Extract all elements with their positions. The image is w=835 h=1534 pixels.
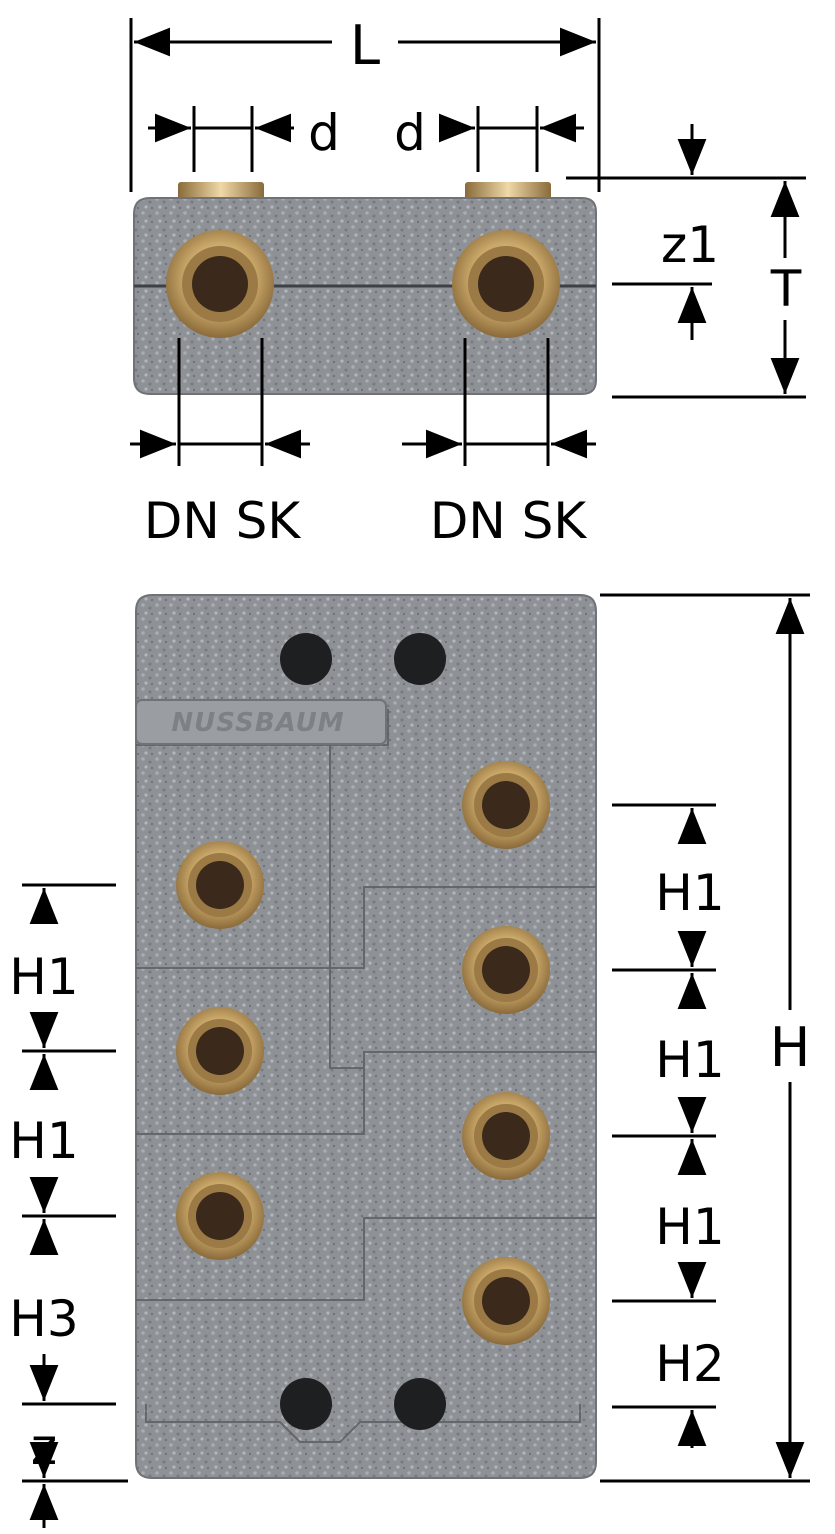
dimension-left-spacing [22,883,128,1528]
label-diameter-left: d [308,104,340,162]
dimension-diameter [148,106,584,172]
brand-plate [135,699,387,745]
mounting-hole-bottom-right [394,1378,446,1430]
label-offset-z1: z1 [661,216,719,274]
dimension-dn-sk [130,338,596,466]
label-diameter-right: d [394,104,426,162]
fitting-left-2 [176,1007,264,1095]
label-dn-sk-left: DN SK [144,492,302,550]
fitting-right-1 [462,761,550,849]
label-height: H [770,1016,811,1079]
label-depth: T [770,260,802,318]
label-right-h2: H2 [655,1335,724,1393]
mounting-hole-top-right [394,633,446,685]
fitting-left-1 [176,841,264,929]
label-left-h1-lower: H1 [9,1112,78,1170]
label-right-h1-middle: H1 [655,1031,724,1089]
front-view: NUSSBAUM [135,594,597,1479]
mounting-hole-bottom-left [280,1378,332,1430]
brand-label: NUSSBAUM [171,708,344,738]
label-dn-sk-right: DN SK [430,492,588,550]
fitting-left-3 [176,1172,264,1260]
label-right-h1-top: H1 [655,864,724,922]
label-right-h1-bottom: H1 [655,1198,724,1256]
dimension-height [600,593,810,1483]
top-view [133,182,597,395]
fitting-top-right [452,230,560,338]
fitting-right-3 [462,1092,550,1180]
dimension-right-spacing [612,803,716,1448]
dimension-length [129,18,601,192]
label-left-h3: H3 [9,1290,78,1348]
label-length: L [350,14,380,77]
mounting-hole-top-left [280,633,332,685]
fitting-top-left [166,230,274,338]
fitting-right-2 [462,926,550,1014]
dimension-depth [566,124,806,399]
fitting-right-4 [462,1257,550,1345]
label-left-z: z [31,1418,57,1476]
label-left-h1-upper: H1 [9,948,78,1006]
